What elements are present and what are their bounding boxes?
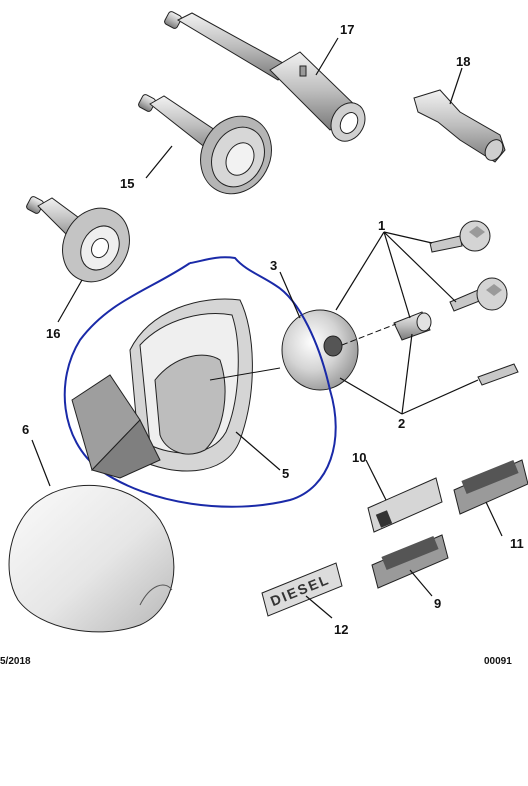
footer-reference: 00091: [484, 656, 512, 667]
callout-18: 18: [456, 54, 470, 69]
callout-3: 3: [270, 258, 277, 273]
lock-barrel: [393, 311, 432, 341]
part-11-sticker: [453, 459, 528, 515]
part-18-connector: [413, 89, 506, 163]
part-3-lock-cap: [281, 309, 397, 391]
callout-15: 15: [120, 176, 134, 191]
part-6-fuel-door: [8, 485, 175, 633]
part-10-sticker: [367, 477, 443, 533]
callout-10: 10: [352, 450, 366, 465]
callout-1: 1: [378, 218, 385, 233]
part-12-diesel-sticker: DIESEL: [261, 562, 343, 617]
callout-11: 11: [510, 536, 524, 551]
callout-16: 16: [46, 326, 60, 341]
part-15-tool: [138, 94, 272, 195]
callout-12: 12: [334, 622, 348, 637]
callout-9: 9: [434, 596, 441, 611]
leader-lines: [31, 37, 503, 619]
part-1-keys: [429, 220, 519, 386]
callout-17: 17: [340, 22, 354, 37]
part-16-tool: [26, 196, 130, 283]
footer-date: 5/2018: [0, 656, 31, 667]
key-middle: [449, 277, 508, 312]
callout-2: 2: [398, 416, 405, 431]
key-blank: [477, 363, 519, 386]
part-17-tool: [164, 11, 366, 142]
part-9-sticker: [371, 534, 449, 589]
callout-5: 5: [282, 466, 289, 481]
callout-6: 6: [22, 422, 29, 437]
highlight-circle: [63, 256, 337, 508]
part-5-flap-housing: [71, 298, 281, 479]
key-upper: [429, 220, 491, 253]
